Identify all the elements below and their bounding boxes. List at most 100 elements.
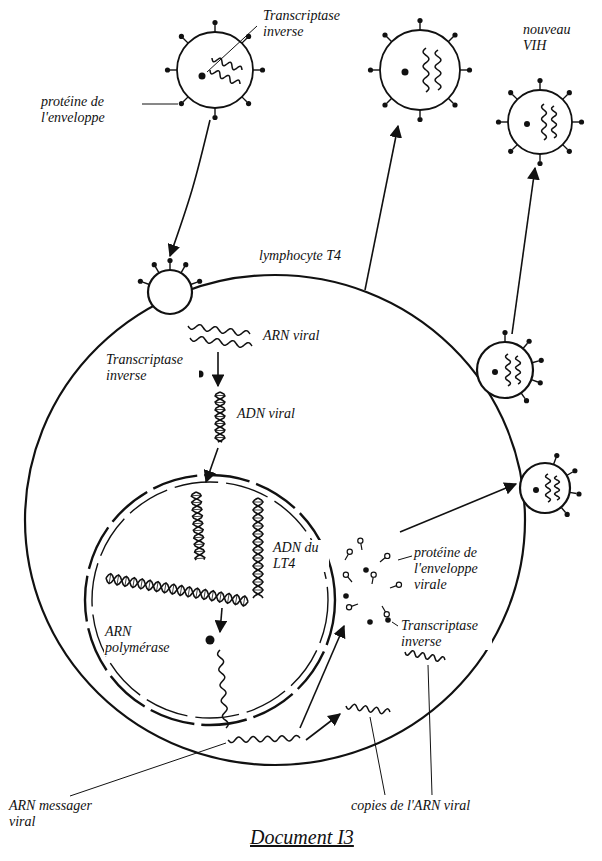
spike [183,38,188,43]
arrow [206,448,218,482]
spike [460,69,467,70]
part-label: Transcriptase inverse [262,8,364,40]
arrow [365,126,398,290]
spike-head [579,119,584,124]
protein-stem [351,604,358,606]
protein-stem [380,558,385,562]
spike-head [452,32,457,37]
fusing-virus [148,270,192,314]
dna-strand [192,492,205,560]
spike-head [567,149,572,154]
spike-head [565,512,570,517]
dna-rung [193,530,203,532]
spike-head [508,90,513,95]
arrow [512,168,535,334]
envelope-protein [358,538,363,543]
spike [563,145,568,150]
dna-rung [235,595,237,605]
dna-rung [195,551,205,553]
dna-strand [215,392,225,442]
dna-rung [180,586,182,596]
viral-dna [215,392,225,442]
spike [253,69,260,70]
spike [532,361,539,363]
dna-rung [172,584,174,594]
spike-head [417,117,422,122]
spike-head [183,262,188,267]
spike [501,121,508,122]
spike [169,263,170,270]
dna-rung [204,590,206,600]
dna-rung [215,437,225,438]
dna-rung [196,588,198,598]
dna-strand [106,574,248,606]
spike [373,69,380,70]
dna-rung [192,516,202,518]
part-label: ARN polymérase [104,624,196,656]
spike [512,145,517,150]
dna-rung [220,592,222,602]
leader-line [428,665,432,795]
spike [563,94,568,99]
viral-rna-copy [346,704,390,713]
spike-head [152,262,157,267]
spike [561,507,565,512]
nuclear-envelope [92,482,328,718]
spike-head [554,453,559,458]
new-virus [380,30,460,110]
dna-rung [215,402,225,403]
spike-head [537,161,542,166]
dna-rung [253,534,263,535]
messenger-rna [228,735,300,742]
dna-strand [191,492,204,560]
dna-rung [253,574,263,575]
reverse-transcriptase [402,69,409,76]
part-label: lymphocyte T4 [258,248,342,264]
viral-rna-copy [405,651,445,662]
arrow [217,352,219,386]
spike-head [467,67,472,72]
spike [387,37,392,42]
spike-head [382,32,387,37]
dna-rung [253,510,263,511]
spike [183,97,188,102]
spike-head [197,279,202,284]
dna-rung [215,416,225,417]
budding-virus [477,342,533,398]
arrow [220,608,222,632]
envelope-proteins [554,453,582,517]
viral-rna [516,356,521,384]
envelope-protein [371,572,376,577]
budding-virus [520,463,570,513]
spike [504,335,505,342]
part-label: Transcriptase inverse [105,352,199,384]
viral-rna [555,476,560,500]
spike [387,98,392,103]
part-label: protéine de l'enveloppe [40,94,142,126]
part-label: ARN messager viral [8,798,110,830]
spike-head [165,67,170,72]
part-label: ADN du LT4 [272,540,329,572]
drawing [25,18,584,796]
spike [567,472,573,476]
spike-head [212,20,217,25]
reverse-transcriptase [524,121,530,127]
arrow [170,120,210,256]
dna-rung [215,409,225,410]
dna-rung [215,430,225,431]
spike-head [576,491,581,496]
spike-head [368,67,373,72]
protein-stem [372,577,373,584]
reverse-transcriptase [363,567,369,573]
viral-rna [506,354,511,386]
viral-rna [212,58,242,70]
dna-rung [194,544,204,546]
lymphocyte-dna [253,498,263,598]
spike-head [496,119,501,124]
dna-rung [156,582,158,592]
spike [554,458,556,465]
envelope-protein [346,605,351,610]
document-caption: Document I3 [250,826,354,849]
leader-line [207,26,257,72]
reverse-transcriptase [343,593,349,599]
